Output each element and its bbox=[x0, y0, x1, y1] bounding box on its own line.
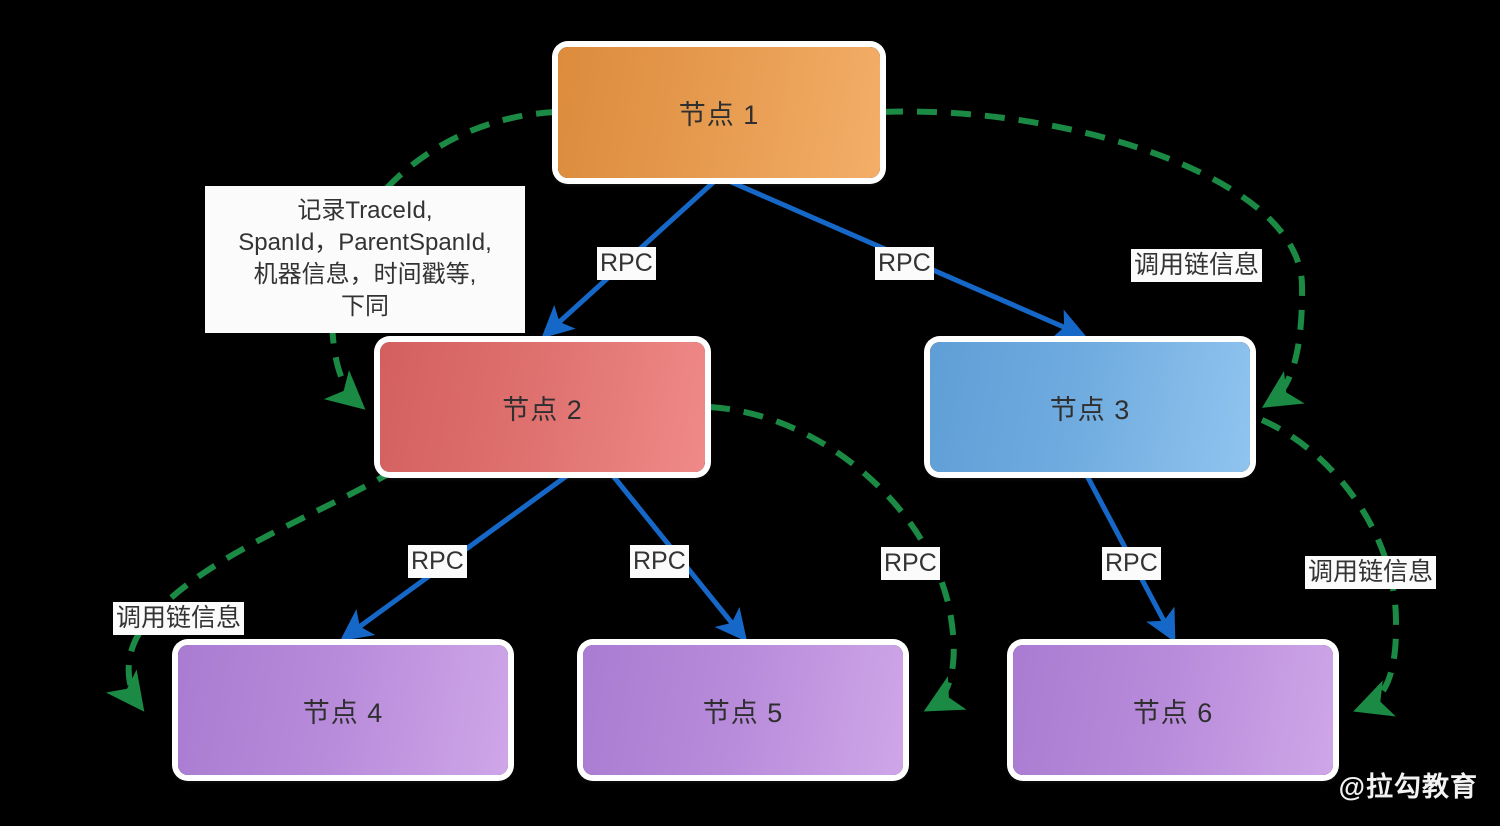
rpc-label-2-4: RPC bbox=[408, 545, 467, 578]
rpc-label-1-3: RPC bbox=[875, 247, 934, 280]
rpc-label-2-5: RPC bbox=[630, 545, 689, 578]
note-line-3: 机器信息，时间戳等, bbox=[253, 260, 477, 288]
note-line-4: 下同 bbox=[341, 292, 389, 320]
note-line-1: 记录TraceId, bbox=[297, 197, 433, 224]
node-2-label: 节点 2 bbox=[502, 394, 583, 425]
trace-fields-note: 记录TraceId, SpanId，ParentSpanId, 机器信息，时间戳… bbox=[205, 186, 525, 333]
rpc-label-1-2: RPC bbox=[597, 247, 656, 280]
rpc-label-middle: RPC bbox=[881, 547, 940, 580]
note-line-2: SpanId，ParentSpanId, bbox=[238, 228, 492, 256]
node-2[interactable]: 节点 2 bbox=[380, 342, 705, 472]
watermark: @拉勾教育 bbox=[1338, 772, 1478, 802]
node-6-label: 节点 6 bbox=[1132, 697, 1214, 728]
trace-label-bottom-right: 调用链信息 bbox=[1305, 556, 1437, 589]
node-3-label: 节点 3 bbox=[1049, 394, 1131, 425]
node-4-label: 节点 4 bbox=[302, 697, 384, 728]
node-5[interactable]: 节点 5 bbox=[583, 645, 903, 775]
node-5-label: 节点 5 bbox=[702, 697, 784, 728]
node-3[interactable]: 节点 3 bbox=[930, 342, 1250, 472]
rpc-label-3-6: RPC bbox=[1102, 547, 1161, 580]
node-1[interactable]: 节点 1 bbox=[558, 47, 880, 178]
node-4[interactable]: 节点 4 bbox=[178, 645, 508, 775]
trace-label-top-right: 调用链信息 bbox=[1131, 249, 1263, 282]
node-1-label: 节点 1 bbox=[678, 100, 760, 130]
node-6[interactable]: 节点 6 bbox=[1013, 645, 1333, 775]
trace-label-bottom-left: 调用链信息 bbox=[113, 602, 245, 635]
